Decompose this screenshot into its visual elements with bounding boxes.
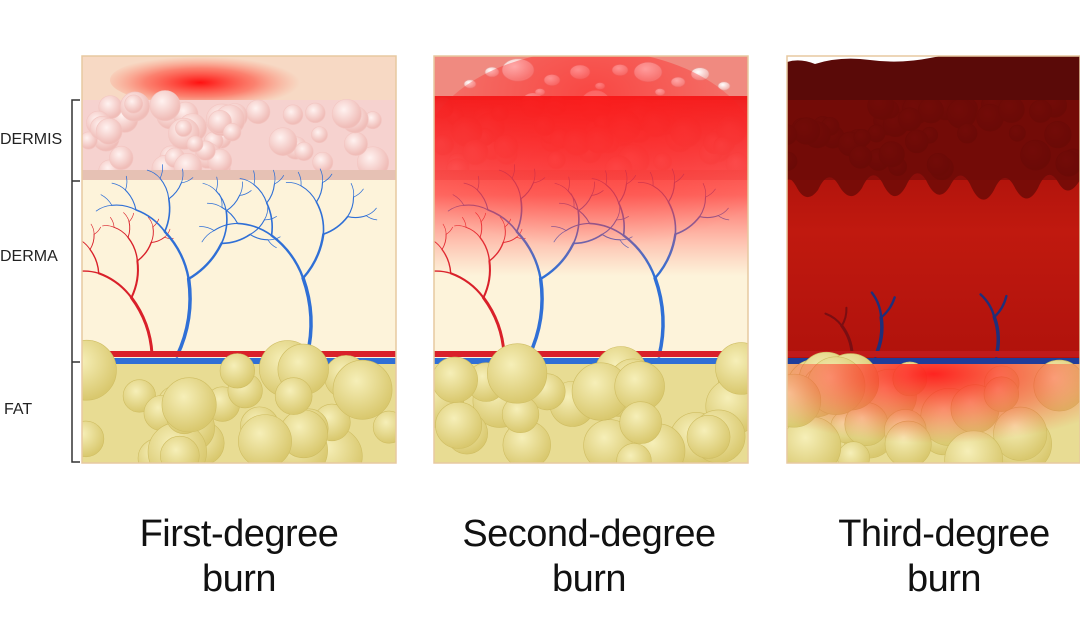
layer-label-derma: DERMA [0,248,58,265]
vein-band [787,358,1080,364]
fat-cells [82,339,396,463]
blood-vessels [82,164,378,358]
layer-label-epidermis: DERMIS [0,131,63,148]
artery-band [787,351,1080,357]
layer-label-fat: FAT [4,401,33,418]
caption-line-1: Second-degree [462,513,716,555]
charred-drip-edge [787,100,1080,200]
caption-line-1: Third-degree [838,513,1050,555]
charred-surface [787,56,1080,100]
epidermis-cells [82,90,390,184]
caption-first-degree: First-degree burn [79,512,399,602]
caption-second-degree: Second-degree burn [429,512,749,602]
derma-layer [82,180,396,362]
layer-bracket [71,99,80,463]
caption-third-degree: Third-degree burn [784,512,1080,602]
caption-line-1: First-degree [139,513,339,555]
basement-membrane [82,170,396,180]
burn-damage-zone [787,364,1080,463]
vein-band [434,358,748,364]
caption-line-2: burn [201,558,277,600]
caption-line-2: burn [551,558,627,600]
panel-second-degree [434,56,748,463]
caption-line-2: burn [906,558,982,600]
panel-third-degree [787,56,1080,463]
panel-first-degree [82,56,396,463]
artery-band [434,351,748,357]
fat-cells [434,342,748,463]
